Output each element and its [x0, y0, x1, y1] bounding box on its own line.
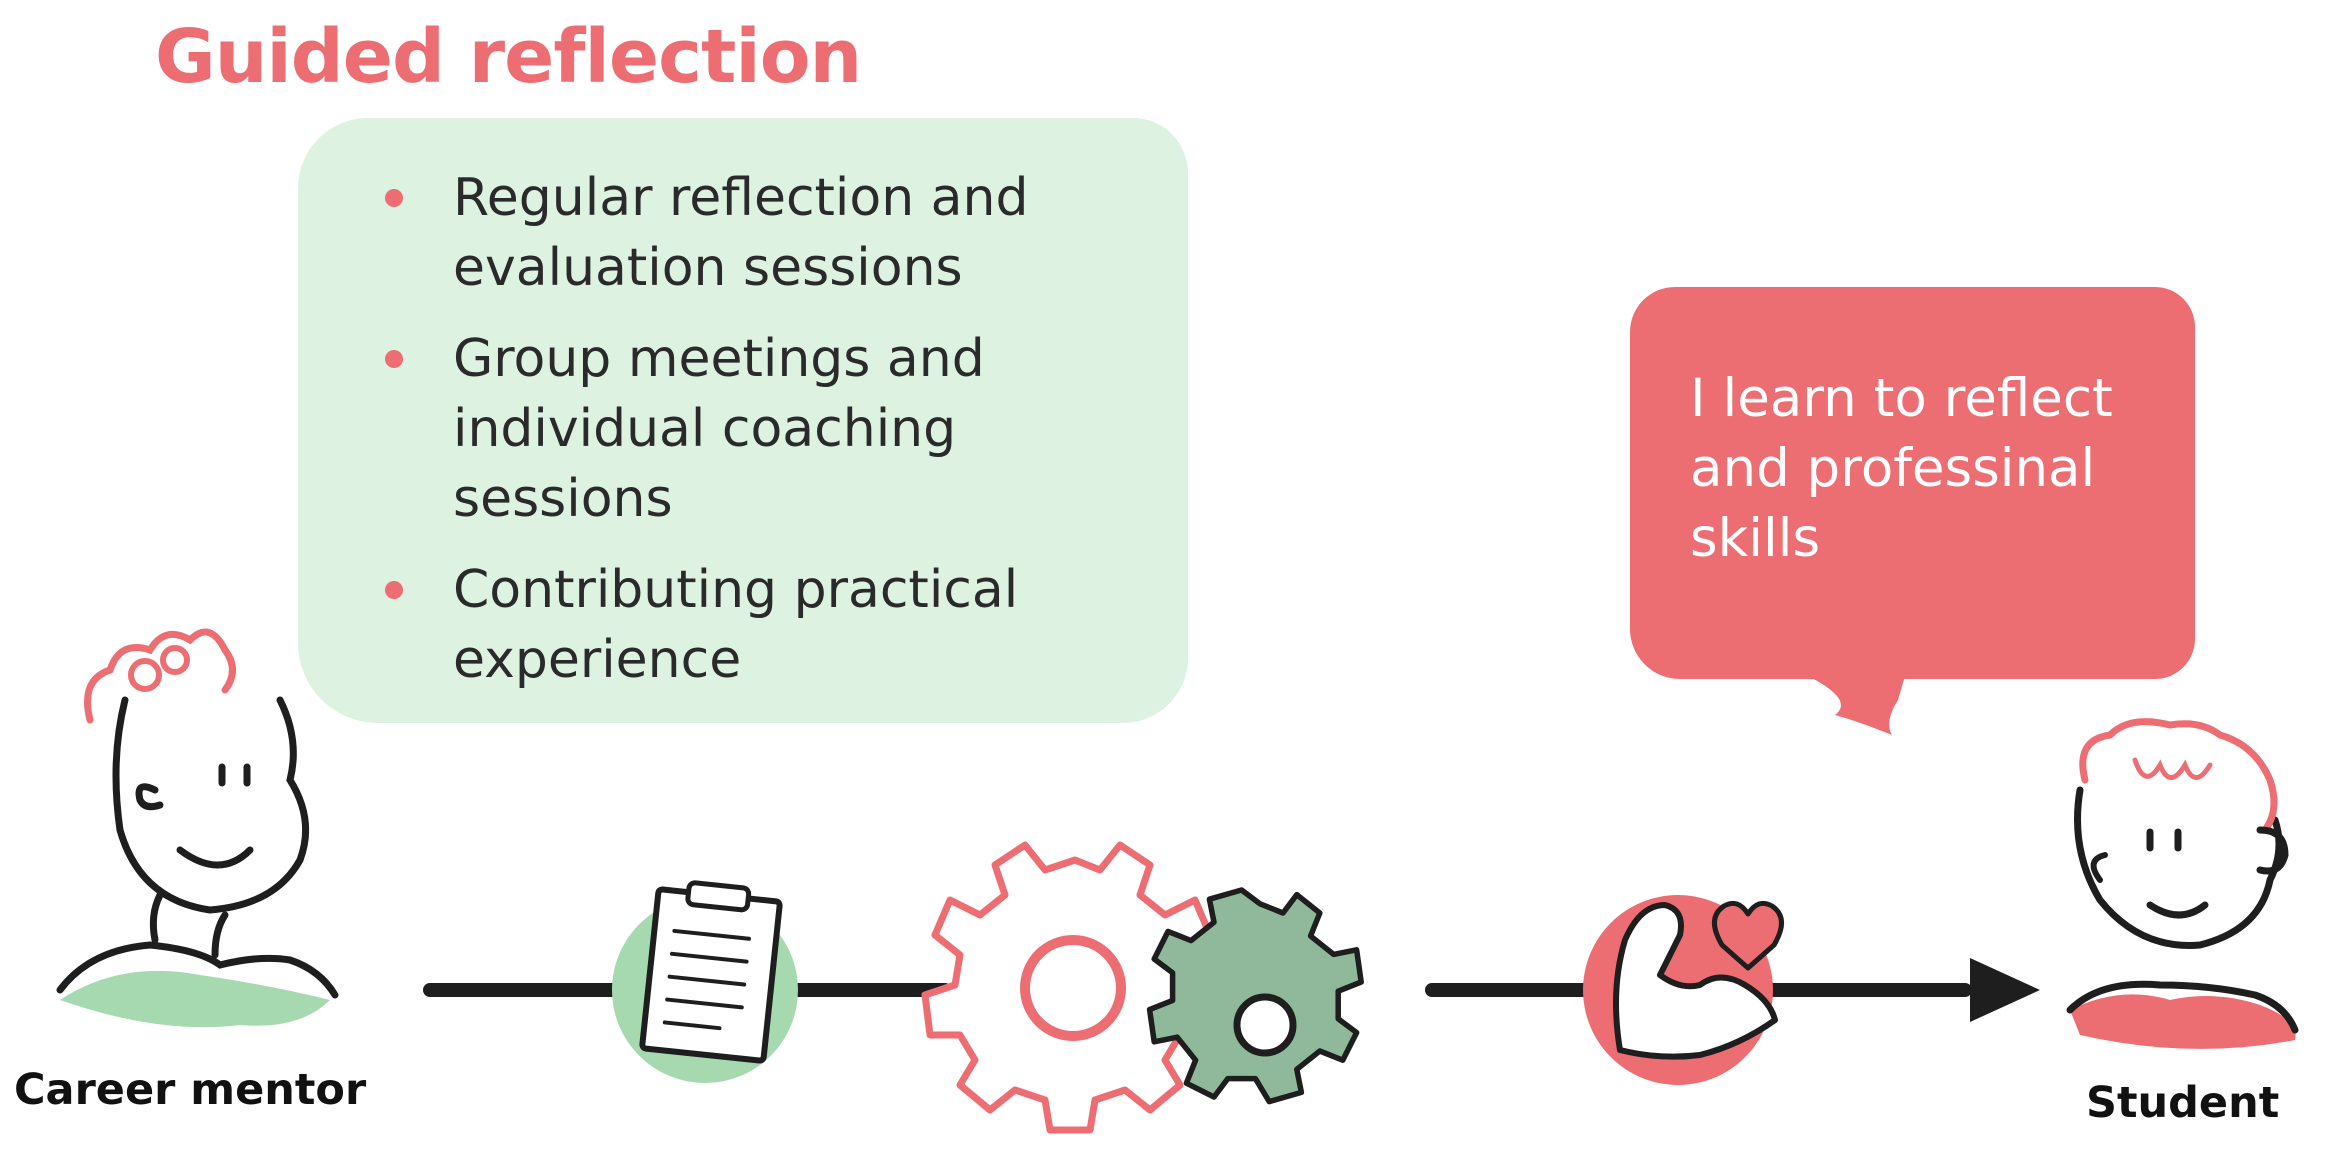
list-item-text: Group meetings and individual coaching s… [453, 329, 985, 529]
list-item: Contributing practical experience [385, 555, 1165, 695]
arrow-right-icon [1970, 958, 2040, 1022]
bullet-dot-icon [385, 189, 403, 207]
speech-bubble-text: I learn to reflect and professinal skill… [1690, 368, 2113, 569]
student-shirt [2070, 994, 2296, 1049]
bullet-dot-icon [385, 350, 403, 368]
guided-reflection-activities-box [298, 118, 1188, 723]
list-item-text: Regular reflection and evaluation sessio… [453, 168, 1029, 298]
bullet-dot-icon [385, 581, 403, 599]
page-title: Guided reflection [155, 14, 862, 100]
career-mentor-figure [56, 628, 339, 1028]
gears-icon [921, 841, 1364, 1134]
activities-list: Regular reflection and evaluation sessio… [385, 163, 1165, 716]
speech-bubble-tail-icon [1808, 676, 1905, 735]
career-mentor-label: Career mentor [14, 1065, 367, 1115]
list-item-text: Contributing practical experience [453, 560, 1019, 690]
list-item: Group meetings and individual coaching s… [385, 324, 1165, 534]
student-figure [2066, 718, 2299, 1049]
mentor-shoulders-shadow [60, 970, 330, 1028]
clipboard-checklist-icon [612, 880, 798, 1083]
list-item: Regular reflection and evaluation sessio… [385, 163, 1165, 303]
student-label: Student [2086, 1078, 2280, 1128]
speech-bubble [1630, 287, 2195, 679]
flexed-arm-heart-icon [1583, 895, 1784, 1085]
